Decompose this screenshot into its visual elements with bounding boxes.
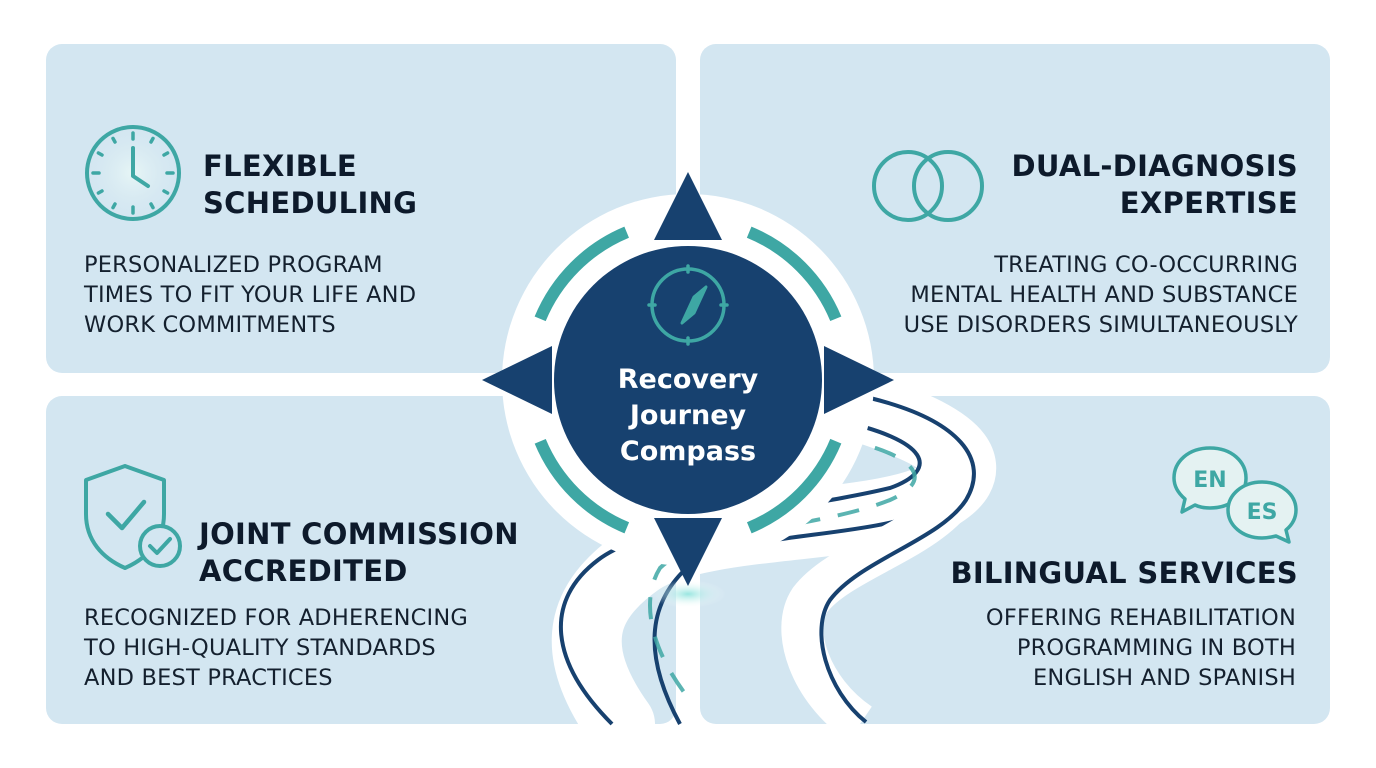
desc-bilingual-services: OFFERING REHABILITATION PROGRAMMING IN B… bbox=[985, 605, 1296, 691]
bubble-es-label: ES bbox=[1247, 500, 1278, 525]
speech-bubbles-icon: EN ES bbox=[1172, 446, 1298, 544]
title-joint-commission: JOINT COMMISSION ACCREDITED bbox=[199, 517, 519, 588]
desc-flexible-scheduling: PERSONALIZED PROGRAM TIMES TO FIT YOUR L… bbox=[84, 252, 417, 338]
clock-icon bbox=[81, 121, 185, 225]
desc-joint-commission: RECOGNIZED FOR ADHERENCING TO HIGH-QUALI… bbox=[84, 605, 469, 691]
title-bilingual-services: BILINGUAL SERVICES bbox=[950, 556, 1298, 590]
overlapping-circles-icon bbox=[872, 150, 984, 222]
desc-dual-diagnosis: TREATING CO-OCCURRING MENTAL HEALTH AND … bbox=[903, 252, 1298, 338]
title-dual-diagnosis: DUAL-DIAGNOSIS EXPERTISE bbox=[1011, 149, 1298, 220]
shield-check-icon bbox=[84, 464, 182, 570]
title-flexible-scheduling: FLEXIBLE SCHEDULING bbox=[203, 149, 418, 220]
hub-title: Recovery Journey Compass bbox=[617, 364, 759, 467]
bubble-en-label: EN bbox=[1193, 468, 1226, 493]
